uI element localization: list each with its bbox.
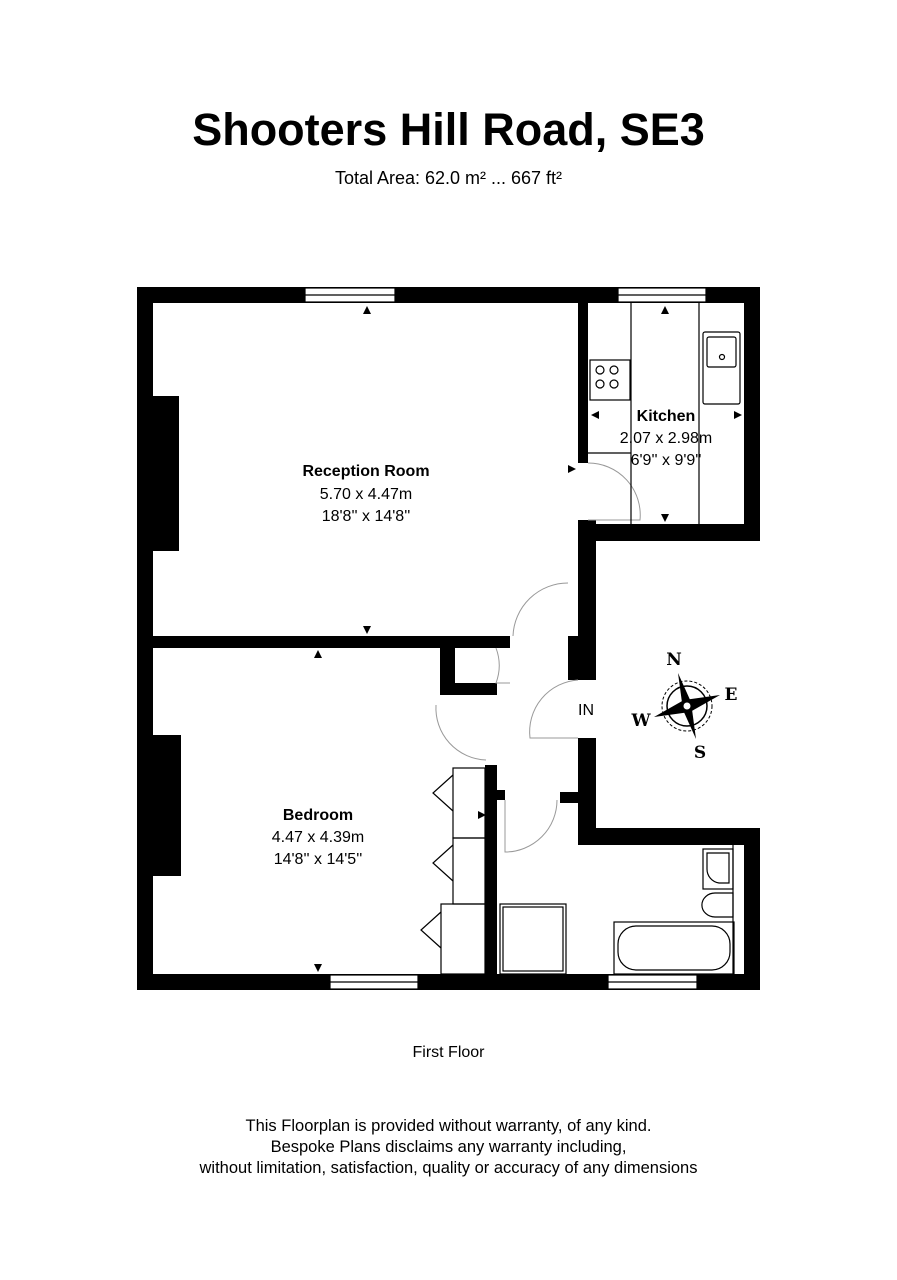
room-reception: Reception Room 5.70 x 4.47m 18'8'' x 14'… xyxy=(302,463,429,525)
disclaimer-line: without limitation, satisfaction, qualit… xyxy=(199,1159,698,1177)
compass-w: W xyxy=(630,711,651,731)
windows xyxy=(304,287,707,990)
hob-icon xyxy=(589,359,631,401)
toilet-icon xyxy=(701,892,734,918)
room-metric: 4.47 x 4.39m xyxy=(272,829,365,846)
room-metric: 2.07 x 2.98m xyxy=(620,430,713,447)
total-area: Total Area: 62.0 m² ... 667 ft² xyxy=(334,168,563,188)
chimney-breast-reception xyxy=(153,396,179,551)
bath-icon xyxy=(613,921,735,975)
shower-icon xyxy=(499,903,567,975)
chimney-breast-bedroom xyxy=(153,735,181,876)
compass-icon: N E S W xyxy=(630,650,737,763)
room-kitchen: Kitchen 2.07 x 2.98m 6'9'' x 9'9'' xyxy=(620,408,713,469)
walls xyxy=(137,287,760,990)
entrance-label: IN xyxy=(578,702,594,719)
floor-label: First Floor xyxy=(412,1044,485,1061)
doors xyxy=(435,462,641,853)
disclaimer: This Floorplan is provided without warra… xyxy=(0,1116,897,1179)
room-name: Kitchen xyxy=(637,408,696,425)
compass-e: E xyxy=(725,685,738,705)
disclaimer-line: Bespoke Plans disclaims any warranty inc… xyxy=(270,1138,627,1156)
room-metric: 5.70 x 4.47m xyxy=(320,486,413,503)
room-imperial: 6'9'' x 9'9'' xyxy=(631,452,702,469)
sink-icon xyxy=(702,331,741,405)
room-name: Bedroom xyxy=(283,807,353,824)
room-name: Reception Room xyxy=(302,463,429,480)
wardrobes xyxy=(420,767,486,975)
bathroom-fittings xyxy=(499,845,735,975)
dimension-arrows xyxy=(314,306,742,972)
compass-s: S xyxy=(694,743,706,763)
room-imperial: 14'8'' x 14'5'' xyxy=(274,851,363,868)
kitchen-fittings xyxy=(588,303,741,524)
room-bedroom: Bedroom 4.47 x 4.39m 14'8'' x 14'5'' xyxy=(272,807,365,868)
compass-n: N xyxy=(666,650,682,670)
room-imperial: 18'8'' x 14'8'' xyxy=(322,508,411,525)
disclaimer-line: This Floorplan is provided without warra… xyxy=(245,1117,652,1135)
property-title: Shooters Hill Road, SE3 xyxy=(192,104,705,155)
